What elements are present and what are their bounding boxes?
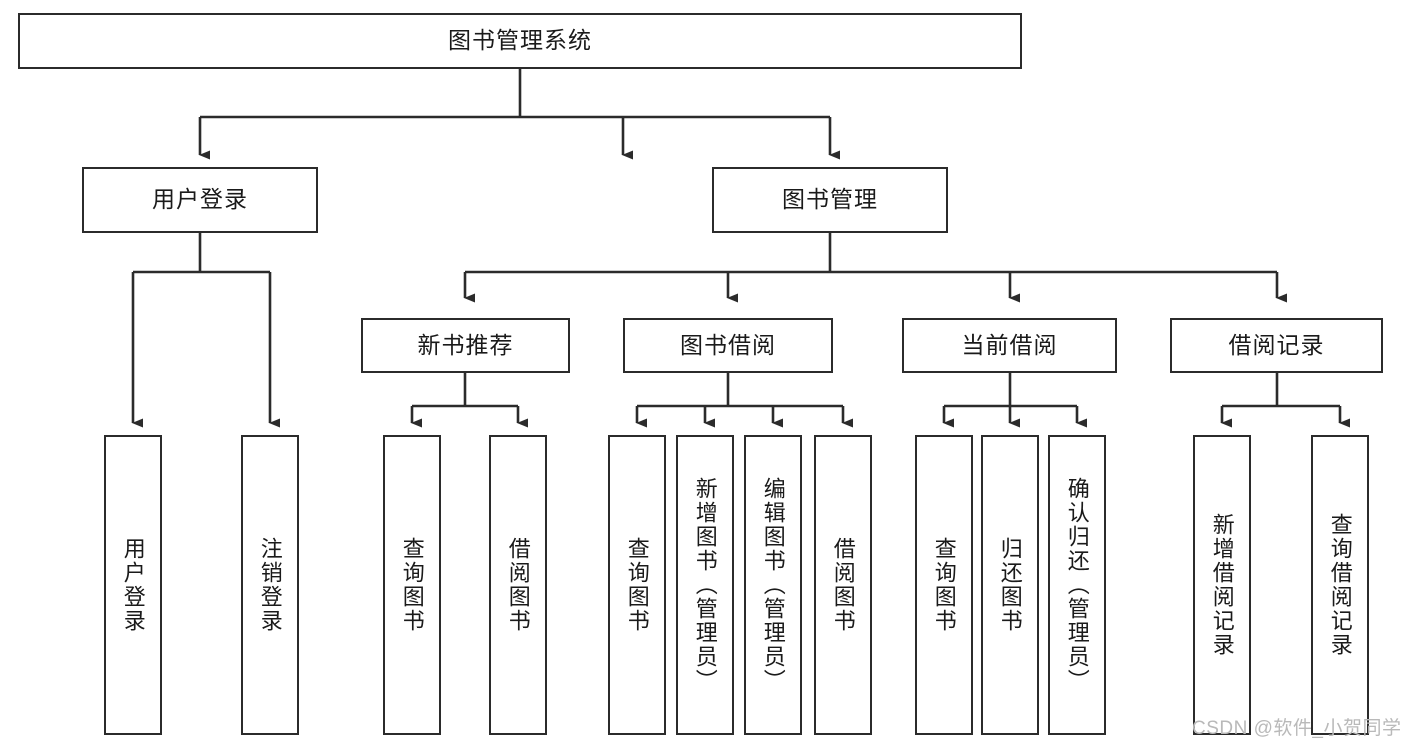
node-root[interactable]: 图书管理系统 — [18, 13, 1022, 69]
node-leaf-return-book[interactable]: 归还图书 — [981, 435, 1039, 735]
node-leaf-edit-book-label: 编辑图书（管理员） — [760, 477, 786, 693]
node-leaf-confirm-return[interactable]: 确认归还（管理员） — [1048, 435, 1106, 735]
node-leaf-query-book-2[interactable]: 查询图书 — [608, 435, 666, 735]
node-leaf-query-record[interactable]: 查询借阅记录 — [1311, 435, 1369, 735]
node-leaf-add-book-label: 新增图书（管理员） — [692, 477, 718, 693]
node-user-login-label: 用户登录 — [152, 186, 248, 213]
node-leaf-query-book-1-label: 查询图书 — [399, 537, 425, 633]
node-leaf-user-login-label: 用户登录 — [120, 537, 146, 633]
node-new-book-recommend[interactable]: 新书推荐 — [361, 318, 570, 373]
node-leaf-confirm-return-label: 确认归还（管理员） — [1064, 477, 1090, 693]
node-book-borrow-label: 图书借阅 — [680, 331, 776, 358]
node-leaf-query-record-label: 查询借阅记录 — [1327, 513, 1353, 657]
node-root-label: 图书管理系统 — [448, 27, 592, 54]
node-book-manage[interactable]: 图书管理 — [712, 167, 948, 233]
node-leaf-add-record-label: 新增借阅记录 — [1209, 513, 1235, 657]
node-leaf-edit-book[interactable]: 编辑图书（管理员） — [744, 435, 802, 735]
node-book-borrow[interactable]: 图书借阅 — [623, 318, 833, 373]
node-user-login[interactable]: 用户登录 — [82, 167, 318, 233]
node-leaf-query-book-3-label: 查询图书 — [931, 537, 957, 633]
node-leaf-user-login[interactable]: 用户登录 — [104, 435, 162, 735]
node-leaf-query-book-2-label: 查询图书 — [624, 537, 650, 633]
node-leaf-return-book-label: 归还图书 — [997, 537, 1023, 633]
node-leaf-add-record[interactable]: 新增借阅记录 — [1193, 435, 1251, 735]
node-leaf-add-book[interactable]: 新增图书（管理员） — [676, 435, 734, 735]
node-leaf-query-book-1[interactable]: 查询图书 — [383, 435, 441, 735]
node-leaf-borrow-book-1[interactable]: 借阅图书 — [489, 435, 547, 735]
node-leaf-borrow-book-2[interactable]: 借阅图书 — [814, 435, 872, 735]
node-new-book-recommend-label: 新书推荐 — [417, 331, 514, 358]
node-leaf-borrow-book-1-label: 借阅图书 — [505, 537, 531, 633]
node-leaf-borrow-book-2-label: 借阅图书 — [830, 537, 856, 633]
node-borrow-record[interactable]: 借阅记录 — [1170, 318, 1383, 373]
node-current-borrow[interactable]: 当前借阅 — [902, 318, 1117, 373]
node-leaf-query-book-3[interactable]: 查询图书 — [915, 435, 973, 735]
node-borrow-record-label: 借阅记录 — [1228, 331, 1325, 358]
node-leaf-logout-login-label: 注销登录 — [257, 537, 283, 633]
node-book-manage-label: 图书管理 — [782, 186, 878, 213]
node-leaf-logout-login[interactable]: 注销登录 — [241, 435, 299, 735]
node-current-borrow-label: 当前借阅 — [961, 331, 1058, 358]
